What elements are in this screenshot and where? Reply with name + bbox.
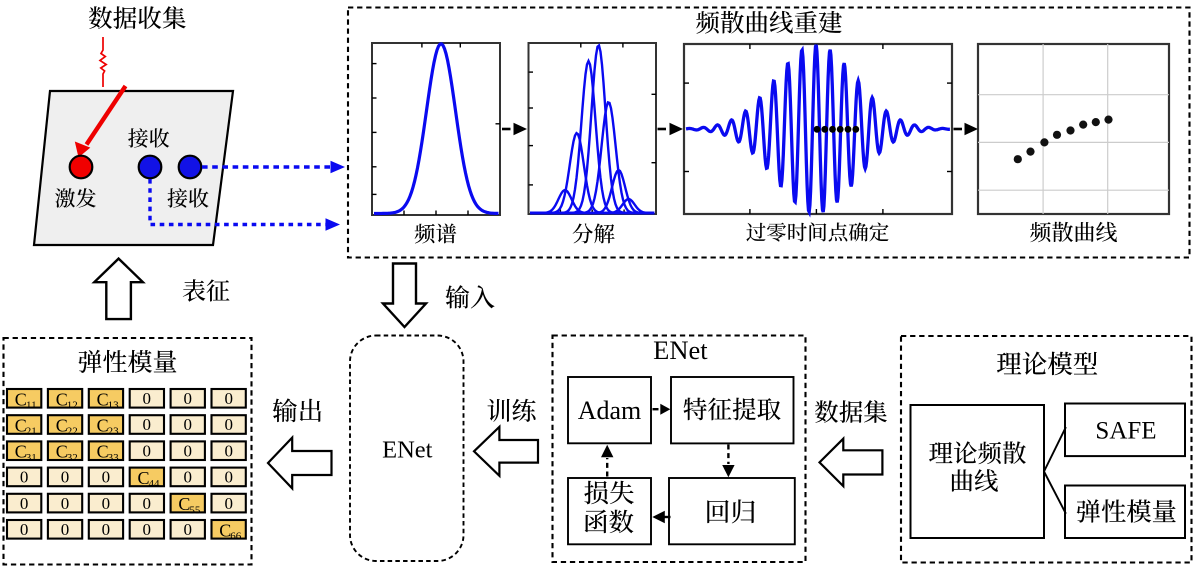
svg-text:C: C: [56, 442, 68, 462]
svg-text:0: 0: [102, 494, 111, 513]
svg-text:0: 0: [184, 520, 193, 539]
svg-text:0: 0: [224, 415, 233, 434]
svg-text:ENet: ENet: [382, 436, 433, 463]
svg-text:0: 0: [143, 441, 152, 460]
svg-text:C: C: [178, 494, 190, 514]
svg-text:13: 13: [108, 400, 120, 412]
svg-text:0: 0: [184, 415, 193, 434]
svg-text:31: 31: [26, 452, 37, 464]
svg-text:Adam: Adam: [578, 396, 642, 425]
svg-text:11: 11: [26, 400, 37, 412]
svg-text:0: 0: [102, 468, 111, 487]
svg-text:C: C: [15, 442, 27, 462]
svg-text:C: C: [97, 442, 109, 462]
svg-text:C: C: [56, 389, 68, 409]
svg-text:0: 0: [102, 520, 111, 539]
svg-text:C: C: [15, 389, 27, 409]
svg-text:0: 0: [224, 389, 233, 408]
svg-text:0: 0: [224, 441, 233, 460]
svg-text:21: 21: [26, 426, 37, 438]
svg-text:44: 44: [149, 478, 161, 490]
svg-text:23: 23: [108, 426, 120, 438]
svg-text:0: 0: [20, 520, 29, 539]
svg-text:32: 32: [67, 452, 78, 464]
svg-text:SAFE: SAFE: [1095, 418, 1156, 445]
svg-text:33: 33: [108, 452, 120, 464]
svg-text:C: C: [56, 416, 68, 436]
svg-text:0: 0: [20, 494, 29, 513]
svg-text:55: 55: [189, 504, 201, 516]
svg-text:0: 0: [61, 494, 70, 513]
svg-text:0: 0: [184, 468, 193, 487]
svg-text:66: 66: [230, 531, 242, 543]
svg-text:0: 0: [20, 468, 29, 487]
svg-text:0: 0: [224, 468, 233, 487]
svg-text:22: 22: [67, 426, 78, 438]
svg-text:ENet: ENet: [653, 335, 708, 365]
svg-text:0: 0: [224, 494, 233, 513]
svg-text:0: 0: [61, 468, 70, 487]
svg-text:0: 0: [184, 389, 193, 408]
svg-text:C: C: [97, 389, 109, 409]
svg-text:C: C: [219, 520, 231, 540]
svg-text:0: 0: [61, 520, 70, 539]
svg-text:12: 12: [67, 400, 78, 412]
svg-text:0: 0: [143, 415, 152, 434]
svg-text:C: C: [97, 416, 109, 436]
svg-text:0: 0: [143, 494, 152, 513]
svg-text:0: 0: [143, 520, 152, 539]
svg-text:C: C: [15, 416, 27, 436]
svg-text:0: 0: [143, 389, 152, 408]
svg-text:C: C: [137, 468, 149, 488]
svg-text:0: 0: [184, 441, 193, 460]
